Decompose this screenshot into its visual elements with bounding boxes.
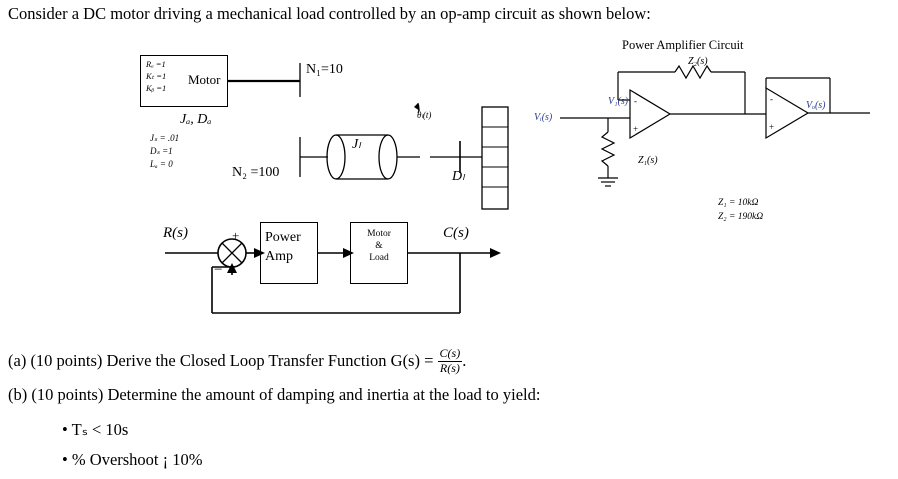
impedance-values: Z₁ = 10kΩ Z₂ = 190kΩ [718,198,764,222]
control-block-diagram [165,238,501,314]
motor-load-block-label: Motor & Load [367,229,391,263]
input-signal-label: R(s) [163,225,188,241]
power-amp-block [260,222,318,284]
motor-load-parameters: Jₛ = .01 Dₛ =1 Lₐ = 0 [150,133,180,169]
fraction-numerator: C(s) [437,346,463,362]
fraction-denominator: R(s) [439,360,460,375]
power-amp-block-label: Power Amp [265,230,301,264]
output-signal-label: C(s) [443,225,469,241]
power-amp-schematic: - + - + [560,64,870,187]
requirement-settling-time: • Tₛ < 10s [62,420,129,439]
svg-text:+: + [633,124,638,134]
svg-text:-: - [634,96,637,106]
question-a-text: (a) (10 points) Derive the Closed Loop T… [8,351,434,371]
transfer-function-fraction: C(s) R(s) [437,346,463,376]
gear-n1-label: N₁=10 [306,62,343,77]
z1-label: Z₁(s) [638,155,658,166]
summing-plus-sign: + [232,228,240,243]
question-a-period: . [462,351,467,371]
theta-l-label: θₗ(t) [417,110,432,120]
v1-label: V₁(s) [608,96,629,107]
vi-label: Vᵢ(s) [534,112,553,123]
page-title: Consider a DC motor driving a mechanical… [8,4,651,23]
motor-inertia-damping-label: Jₐ, Dₐ [180,112,212,127]
vo-label: Vₒ(s) [806,100,826,111]
power-amp-circuit-title: Power Amplifier Circuit [622,38,744,52]
motor-load-diagram [228,63,509,210]
svg-text:-: - [770,94,773,104]
load-inertia-label: Jₗ [352,137,361,152]
motor-block [140,55,228,107]
z2-label: Z₂(s) [688,56,708,67]
motor-label: Motor [188,72,221,87]
summing-minus-sign: − [214,262,223,278]
question-b: (b) (10 points) Determine the amount of … [8,385,541,404]
gear-n2-label: N₂ =100 [232,165,280,180]
overshoot-text: % Overshoot ¡ 10% [71,450,203,469]
settling-time-text: Tₛ < 10s [71,420,129,439]
question-a: (a) (10 points) Derive the Closed Loop T… [8,346,467,377]
svg-text:+: + [769,122,774,132]
motor-parameters: Rₐ =1 Kₜ =1 Kᵦ =1 [146,59,167,93]
requirement-overshoot: • % Overshoot ¡ 10% [62,450,203,469]
load-damping-label: Dₗ [452,169,465,184]
motor-load-block [350,222,408,284]
